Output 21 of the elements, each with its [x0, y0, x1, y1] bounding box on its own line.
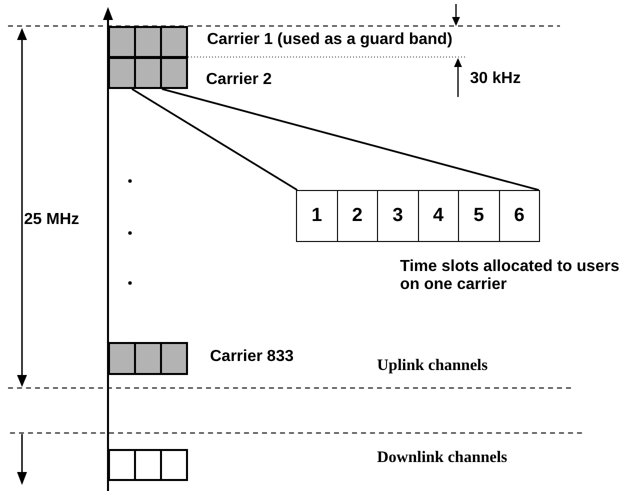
time-slot-strip [296, 190, 540, 242]
time-slot: 5 [458, 191, 498, 241]
time-slot: 6 [498, 191, 539, 241]
carrier-block [108, 26, 188, 58]
carrier-block [108, 57, 188, 89]
carrier-block [108, 449, 188, 481]
bandwidth-label: 25 MHz [24, 211, 80, 230]
carrier-block [108, 342, 188, 375]
zoom-line [162, 88, 540, 191]
zoom-line [132, 88, 298, 191]
time-slot: 3 [377, 191, 418, 241]
carrier-label: Carrier 2 [206, 71, 272, 90]
downlink-label: Downlink channels [377, 449, 508, 468]
time-slot: 1 [297, 191, 336, 241]
carrier-label: Time slots allocated to users on one carrier [400, 258, 620, 295]
thirty-khz-label: 30 kHz [470, 70, 521, 88]
carrier-label: Carrier 1 (used as a guard band) [207, 31, 452, 50]
carrier-label: Carrier 833 [210, 348, 294, 366]
uplink-label: Uplink channels [377, 357, 488, 376]
time-slot: 2 [336, 191, 377, 241]
time-slot: 4 [418, 191, 458, 241]
